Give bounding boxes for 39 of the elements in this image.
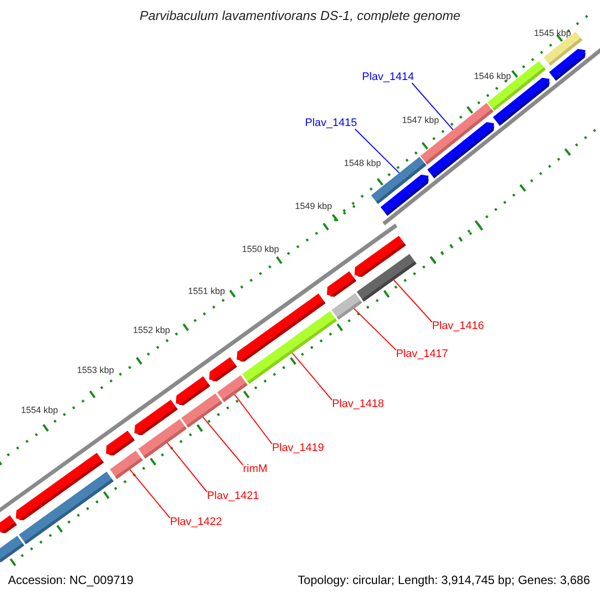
leader-line <box>129 469 170 518</box>
gene-label: Plav_1416 <box>432 320 484 332</box>
gene-bar <box>356 254 416 302</box>
tick-label: 1550 kbp <box>242 243 280 255</box>
gene-label: Plav_1422 <box>170 516 222 528</box>
gene-bar <box>138 419 187 459</box>
tick-label: 1552 kbp <box>133 324 170 336</box>
gene-bar <box>242 311 337 384</box>
title: Parvibaculum lavamentivorans DS-1, complete genome <box>138 10 462 22</box>
gene-label: rimM <box>243 463 268 475</box>
gene-label: Plav_1417 <box>396 348 448 360</box>
leader-line <box>292 352 332 400</box>
leader-line <box>202 416 244 466</box>
gene-label: Plav_1418 <box>332 398 384 410</box>
gene-label: Plav_1415 <box>305 117 357 129</box>
tick-label: 1546 kbp <box>474 70 512 82</box>
leader-line <box>354 308 396 350</box>
gene-bar <box>181 393 222 428</box>
gene-bar <box>110 450 143 479</box>
leader-line <box>354 128 400 174</box>
tick-label: 1553 kbp <box>77 364 114 376</box>
tick-label: 1547 kbp <box>402 114 440 126</box>
tick-label: 1554 kbp <box>21 404 58 416</box>
gene-label: Plav_1421 <box>207 490 259 502</box>
gene-bar <box>420 102 494 165</box>
gene-label: Plav_1419 <box>272 442 324 454</box>
leader-line <box>412 82 454 130</box>
leader-line <box>393 280 432 322</box>
tick-label: 1548 kbp <box>344 157 382 169</box>
gene-bar <box>332 293 362 320</box>
tick-label: 1551 kbp <box>188 285 226 297</box>
genome-info-text: Topology: circular; Length: 3,914,745 bp; Genes: 3,686 <box>298 574 590 586</box>
leader-line <box>166 442 208 492</box>
tick-label: 1549 kbp <box>295 200 332 212</box>
accession-text: Accession: NC_009719 <box>8 574 134 586</box>
leader-line <box>234 394 272 444</box>
tick-label: 1545 kbp <box>534 27 572 39</box>
gene-bar <box>217 375 248 402</box>
gene-label: Plav_1414 <box>362 71 414 83</box>
